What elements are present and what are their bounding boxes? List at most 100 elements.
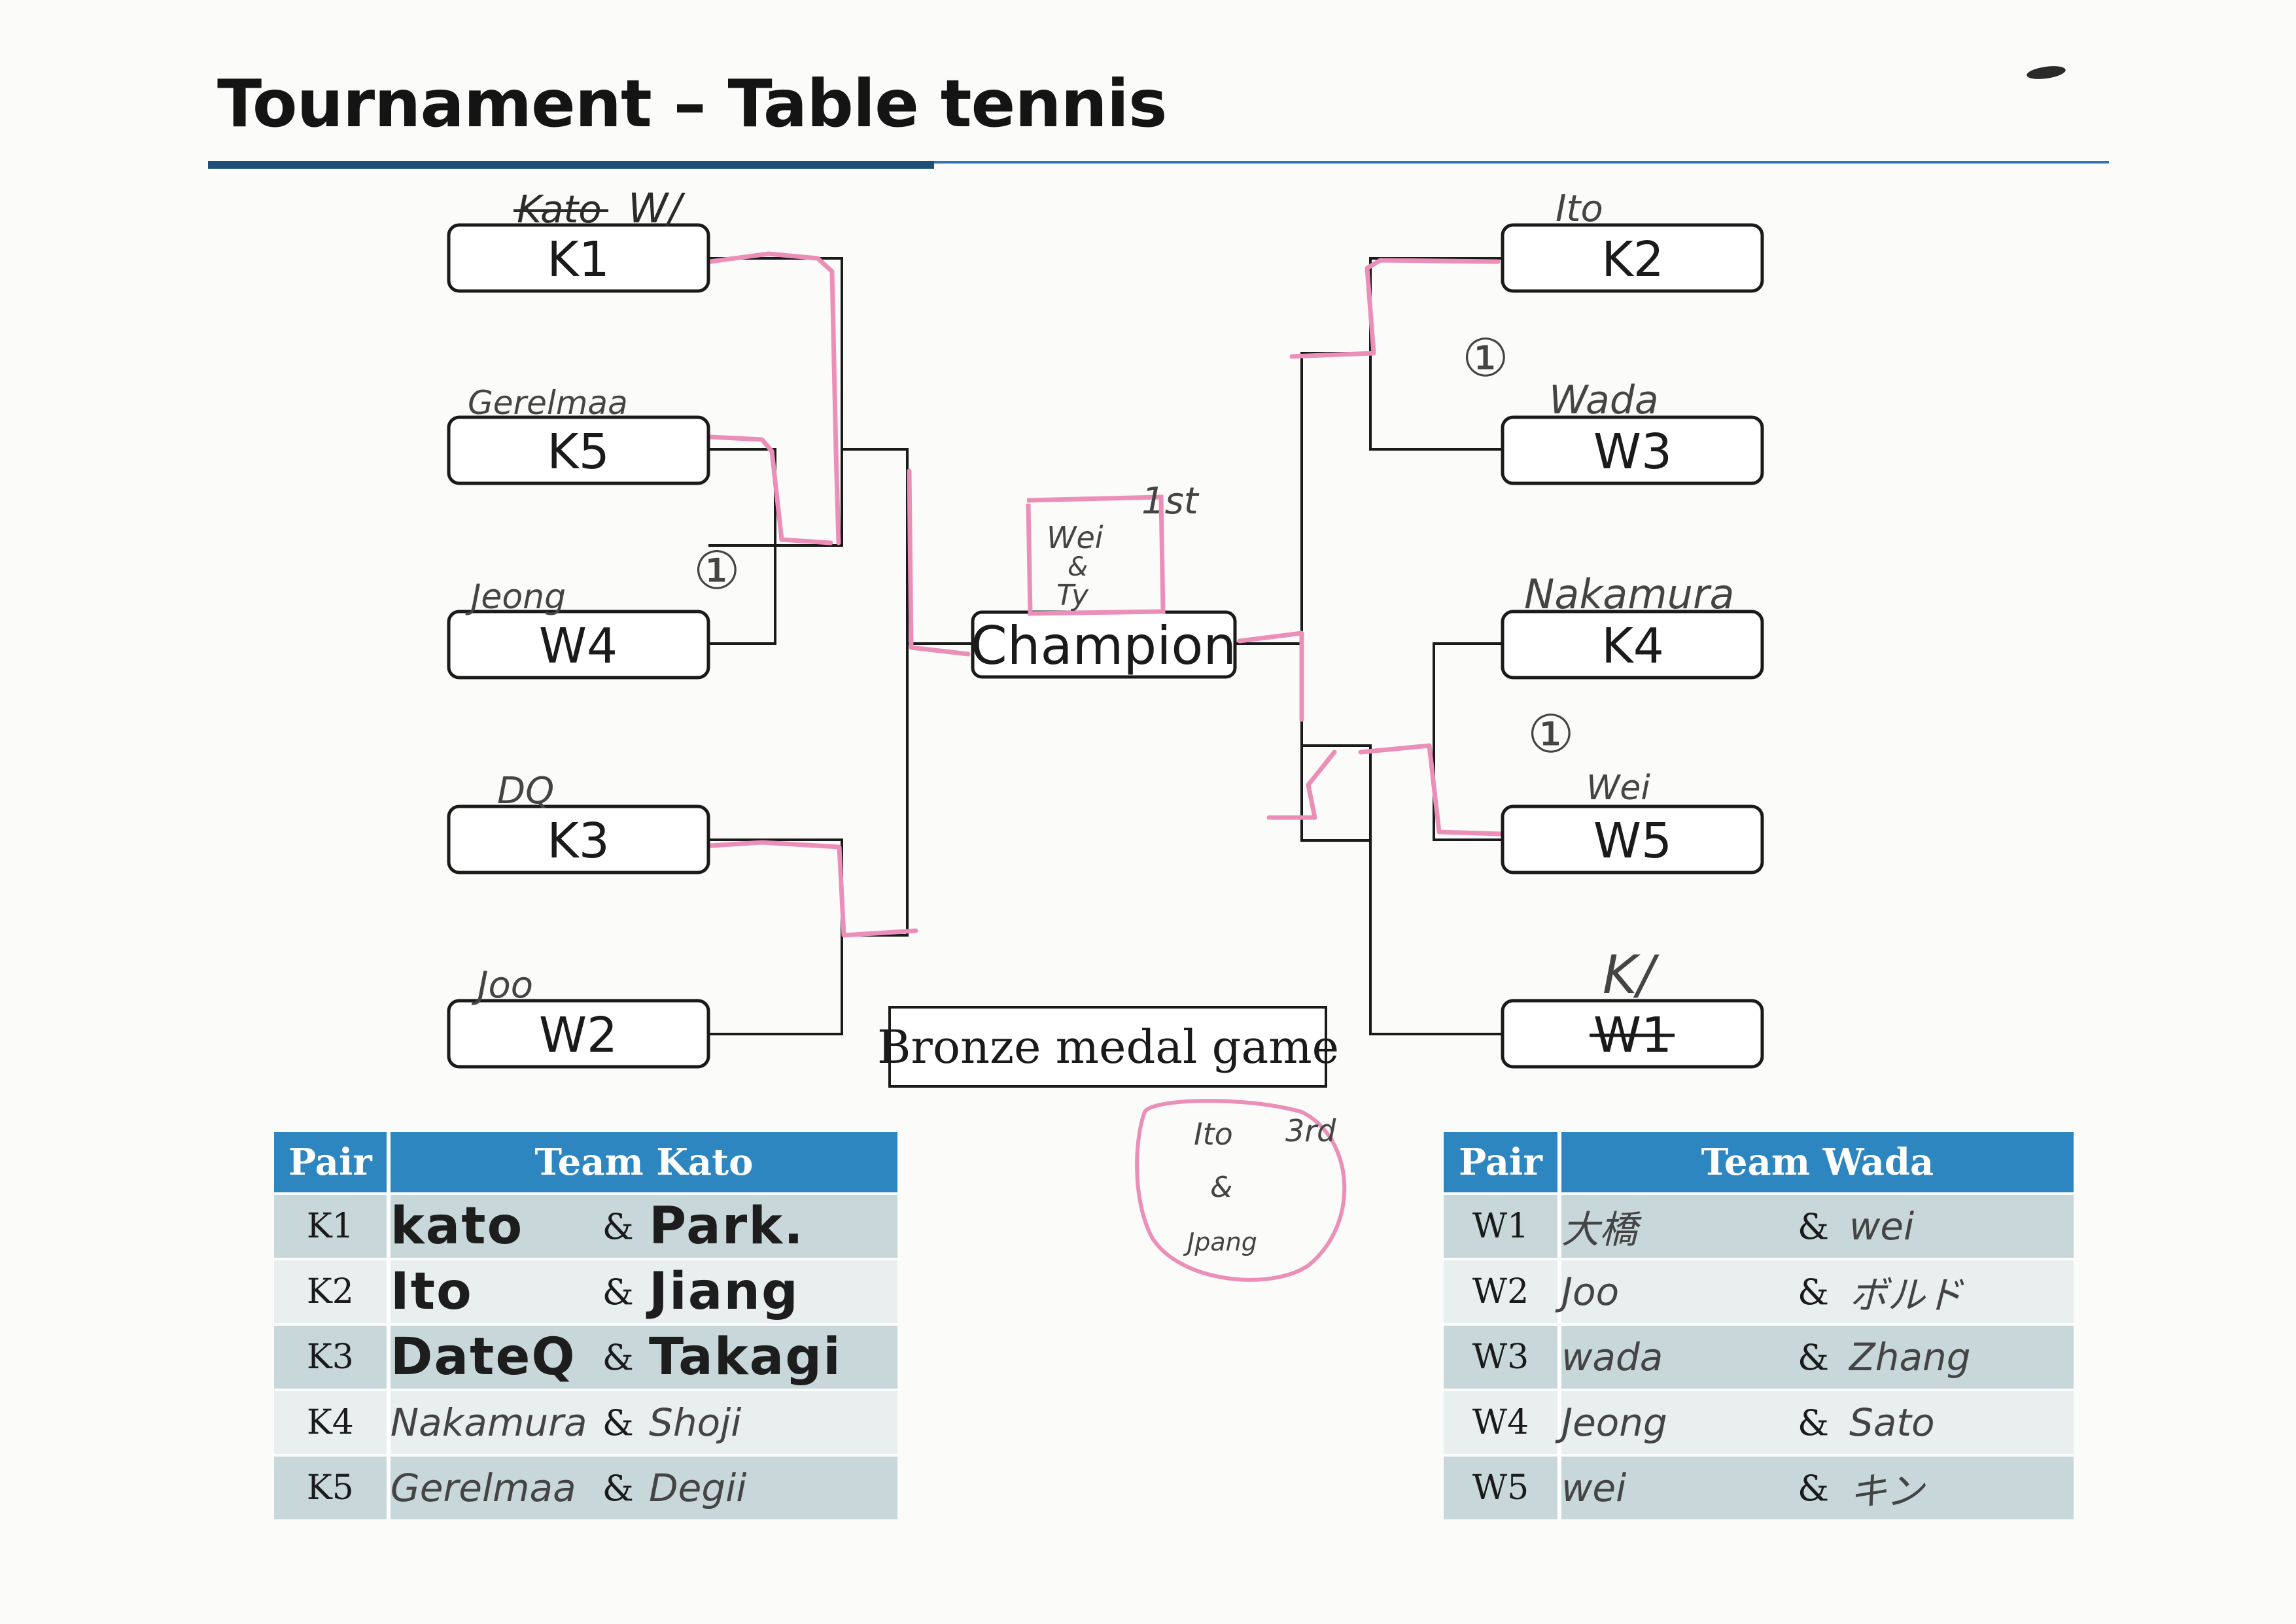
bracket-label-k1: K1 [547, 232, 610, 288]
note-k2: Ito [1556, 188, 1603, 230]
pair-id: K5 [274, 1457, 391, 1519]
connector-k5-w4 [708, 448, 776, 645]
pink-left-final [907, 468, 971, 657]
connector-right-semis [1300, 352, 1370, 842]
ampersand: & [587, 1326, 650, 1389]
player-a: DateQ [390, 1326, 587, 1389]
pair-id: K2 [274, 1260, 391, 1323]
note-w1: K/ [1603, 944, 1660, 1005]
bracket-box-k4 [1501, 610, 1764, 680]
table-row: W2 Joo & ボルド [1444, 1260, 2074, 1323]
pair-id: W3 [1444, 1326, 1561, 1389]
pink-w5-advance [1358, 743, 1504, 837]
bracket-lines-left [708, 257, 973, 1035]
note-k3: DQ [497, 770, 554, 812]
team-kato-pair-header: Pair [274, 1132, 391, 1192]
pair-id: K4 [274, 1391, 391, 1454]
player-a: Nakamura [390, 1391, 587, 1454]
player-b: Shoji [649, 1391, 897, 1454]
bronze-note-line2: & [1210, 1171, 1232, 1204]
pink-k5-advance [707, 434, 833, 545]
page-title: Tournament – Table tennis [217, 65, 1168, 142]
bracket-box-w3 [1501, 415, 1764, 485]
bronze-label: Bronze medal game [877, 1020, 1339, 1074]
player-a: kato [390, 1195, 587, 1258]
note-w3: Wada [1549, 377, 1659, 423]
player-a: Gerelmaa [390, 1457, 587, 1519]
player-a: Jeong [1561, 1391, 1777, 1454]
bracket-box-k3 [447, 804, 710, 874]
note-w2: Joo [471, 964, 533, 1007]
bracket-label-k5: K5 [547, 424, 610, 480]
pair-id: W2 [1444, 1260, 1561, 1323]
handwritten-notes: Kato W/ Gerelmaa Jeong DQ Joo Ito Wada N… [465, 184, 1734, 1007]
pink-k1-advance [707, 251, 841, 545]
note-w5: Wei [1586, 769, 1650, 808]
connector-k4-w5 [1433, 642, 1503, 841]
bracket-label-w3: W3 [1593, 424, 1672, 480]
team-wada-title: Team Wada [1561, 1132, 2074, 1192]
title-underline-thick [208, 161, 934, 169]
champion-note-line2: & [1068, 552, 1088, 582]
title-underline-thin [934, 161, 2109, 164]
bracket-label-k4: K4 [1601, 618, 1664, 674]
player-b: Takagi [649, 1326, 897, 1389]
champion-note-line3: Ty [1056, 579, 1089, 612]
champion-note-group: Wei & Ty 1st [1026, 480, 1200, 616]
champion-note-box [1026, 494, 1166, 616]
pink-advancement-lines [707, 251, 1504, 938]
bracket-label-w2: W2 [539, 1007, 617, 1063]
ampersand: & [1777, 1391, 1849, 1454]
team-kato-header: Pair Team Kato [274, 1132, 897, 1192]
team-wada-pair-header: Pair [1444, 1132, 1561, 1192]
table-row: K1 kato & Park. [274, 1195, 897, 1258]
bracket-box-k5 [447, 415, 710, 485]
ampersand: & [1777, 1195, 1849, 1258]
note-k4: Nakamura [1524, 570, 1734, 618]
note-k5: Gerelmaa [468, 384, 628, 422]
note-k1-rest: W/ [628, 184, 686, 232]
bracket-box-k2 [1501, 223, 1764, 293]
table-row: W4 Jeong & Sato [1444, 1391, 2074, 1454]
player-b: wei [1849, 1195, 2074, 1258]
table-row: W3 wada & Zhang [1444, 1326, 2074, 1389]
table-row: K4 Nakamura & Shoji [274, 1391, 897, 1454]
table-row: W1 大橋 & wei [1444, 1195, 2074, 1258]
bronze-note-group: Ito 3rd & Jpang [1135, 1099, 1347, 1282]
table-row: K2 Ito & Jiang [274, 1260, 897, 1323]
bracket-label-k3: K3 [547, 813, 610, 869]
team-wada-table: Pair Team Wada W1 大橋 & wei W2 Joo & ボルド … [1444, 1130, 2074, 1522]
table-row: K3 DateQ & Takagi [274, 1326, 897, 1389]
bracket-label-w4: W4 [539, 618, 617, 674]
pair-id: K1 [274, 1195, 391, 1258]
table-row: K5 Gerelmaa & Degii [274, 1457, 897, 1519]
player-b: Sato [1849, 1391, 2074, 1454]
champion-label: Champion [971, 615, 1236, 676]
bronze-note-line1: Ito [1194, 1116, 1233, 1152]
left-boxes: K1 K5 W4 K3 W2 [447, 223, 710, 1069]
team-kato-title: Team Kato [390, 1132, 897, 1192]
ampersand: & [1777, 1457, 1849, 1519]
bracket-label-k2: K2 [1601, 232, 1664, 288]
note-w4: Jeong [465, 578, 566, 617]
pink-k3-advance [707, 840, 918, 938]
bronze-note-circle [1135, 1099, 1347, 1282]
champion-note-line1: Wei [1047, 520, 1104, 555]
circle-mark-right-bottom: ① [1527, 704, 1574, 765]
bracket-box-w4 [447, 610, 710, 680]
table-row: W5 wei & キン [1444, 1457, 2074, 1519]
bracket-box-w5 [1501, 804, 1764, 874]
pink-k2-advance [1289, 258, 1501, 359]
pink-right-final [1237, 631, 1304, 722]
bracket-label-w5: W5 [1593, 813, 1672, 869]
player-a: Joo [1561, 1260, 1777, 1323]
player-a: wada [1561, 1326, 1777, 1389]
connector-left-semis [842, 448, 909, 937]
ampersand: & [587, 1195, 650, 1258]
player-b: ボルド [1849, 1260, 2074, 1323]
ampersand: & [587, 1457, 650, 1519]
pair-id: K3 [274, 1326, 391, 1389]
circle-mark-left: ① [693, 540, 740, 601]
